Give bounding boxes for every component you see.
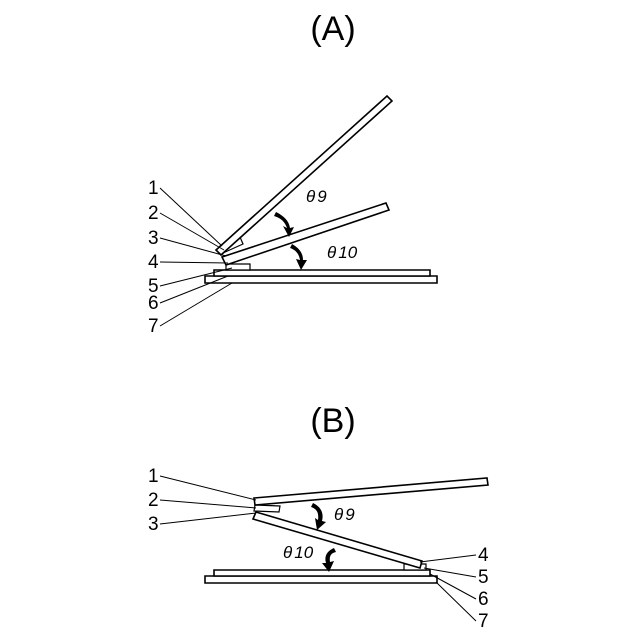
panel-b-theta10-index: 10 <box>294 543 313 562</box>
panel-b-top-plate <box>254 478 488 505</box>
panel-a-leader-4 <box>160 262 228 263</box>
panel-a-thin-plate <box>214 270 430 276</box>
panel-a-part-6: 6 <box>148 293 159 314</box>
panel-b-part-3: 3 <box>148 514 159 535</box>
panel-b-leader-2 <box>160 500 256 508</box>
panel-a-theta9-index: 9 <box>317 187 327 206</box>
panel-a-leader-6 <box>160 276 228 303</box>
panel-b: (B) θ9 θ10 1 2 3 4 5 6 7 <box>148 402 489 632</box>
panel-b-theta10-symbol: θ <box>283 543 293 562</box>
panel-a-base-plate <box>205 276 437 283</box>
panel-b-theta10-label: θ10 <box>283 543 314 562</box>
panel-b-theta9-arrow <box>311 503 326 530</box>
panel-b-thin-plate <box>214 570 430 576</box>
panel-b-leader-4 <box>420 555 476 562</box>
panel-a-theta10-label: θ10 <box>327 243 358 262</box>
panel-b-part-6: 6 <box>478 589 489 610</box>
panel-a-leader-7 <box>160 283 232 326</box>
panel-a-leader-1 <box>160 188 222 246</box>
panel-a-middle-plate <box>222 203 389 265</box>
panel-b-theta10-arrow <box>322 548 336 572</box>
panel-a-part-4: 4 <box>148 252 159 273</box>
panel-b-hinge-block-upper <box>254 505 280 512</box>
panel-a-theta10-symbol: θ <box>327 243 337 262</box>
panel-a-theta10-index: 10 <box>338 243 357 262</box>
panel-a-theta9-arrow <box>274 212 294 237</box>
panel-b-label: (B) <box>310 402 355 440</box>
panel-b-part-1: 1 <box>148 466 159 487</box>
panel-b-theta9-label: θ9 <box>334 505 355 524</box>
panel-b-part-7: 7 <box>478 611 489 632</box>
panel-a-part-7: 7 <box>148 316 159 337</box>
panel-a-theta9-label: θ9 <box>306 187 327 206</box>
panel-b-theta9-symbol: θ <box>334 505 344 524</box>
panel-b-leader-6 <box>430 574 476 599</box>
panel-b-base-plate <box>205 576 437 583</box>
panel-b-part-4: 4 <box>478 545 489 566</box>
panel-a-label: (A) <box>310 10 355 48</box>
panel-b-theta9-index: 9 <box>345 505 355 524</box>
panel-a-theta9-symbol: θ <box>306 187 316 206</box>
panel-b-part-2: 2 <box>148 490 159 511</box>
panel-b-leader-1 <box>160 476 256 500</box>
panel-b-leader-3 <box>160 513 256 524</box>
panel-a-part-1: 1 <box>148 178 159 199</box>
panel-b-part-5: 5 <box>478 567 489 588</box>
panel-a-theta10-arrow <box>290 244 307 270</box>
panel-a-part-2: 2 <box>148 203 159 224</box>
panel-a: (A) θ9 θ10 1 2 3 4 5 6 7 <box>148 10 437 337</box>
panel-a-part-3: 3 <box>148 228 159 249</box>
